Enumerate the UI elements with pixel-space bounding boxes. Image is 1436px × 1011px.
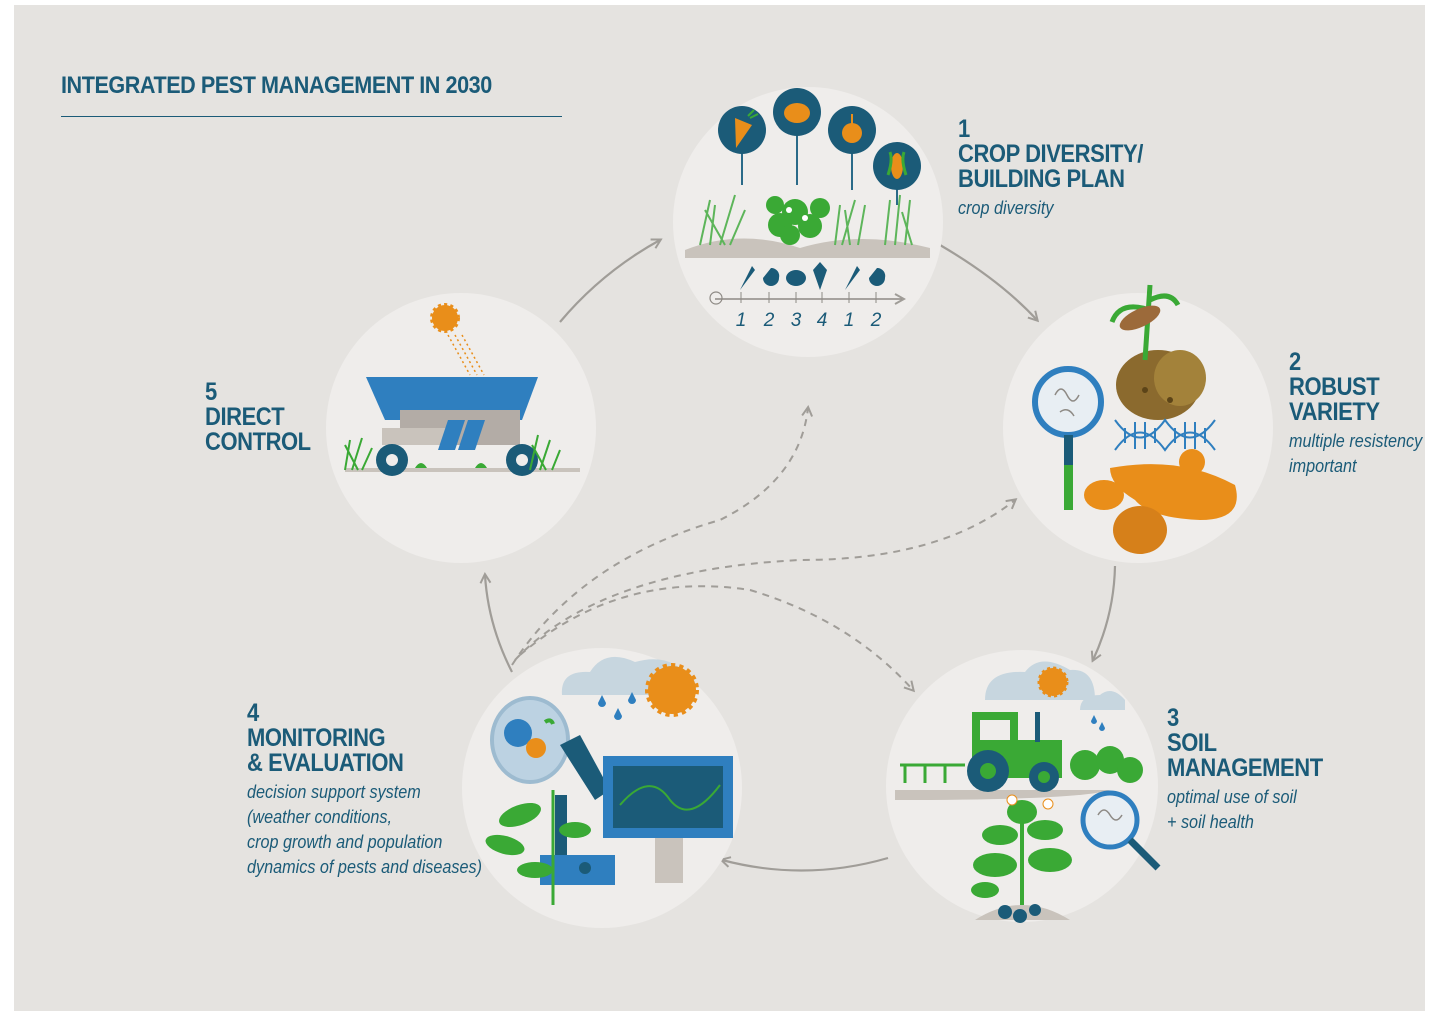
soil-management-illustration	[886, 650, 1161, 923]
title-underline	[61, 116, 562, 117]
step-number: 1	[958, 115, 970, 143]
monitoring-illustration	[462, 648, 742, 928]
rotation-label: 2	[870, 310, 882, 331]
step-heading: CROP DIVERSITY/ BUILDING PLAN	[958, 140, 1143, 193]
step-heading: SOIL MANAGEMENT	[1167, 729, 1323, 782]
step-number: 3	[1167, 704, 1179, 732]
step-heading: ROBUST VARIETY	[1289, 373, 1380, 426]
step-description: optimal use of soil + soil health	[1167, 787, 1297, 832]
step-robust-variety: 2 ROBUST VARIETY multiple resistency imp…	[1289, 350, 1436, 479]
step-crop-diversity: 1 CROP DIVERSITY/ BUILDING PLAN crop div…	[958, 117, 1168, 221]
step-description: decision support system (weather conditi…	[247, 782, 483, 877]
page-title: INTEGRATED PEST MANAGEMENT IN 2030	[61, 72, 492, 99]
feedback-to-1	[511, 408, 808, 666]
arrow-2-to-3	[1093, 565, 1117, 660]
crop-diversity-illustration: 1 2 3 4 1 2	[673, 87, 943, 357]
feedback-to-3	[519, 585, 913, 690]
direct-control-illustration	[326, 293, 596, 563]
monitor-icon	[603, 756, 733, 883]
magnifier-icon	[1032, 366, 1104, 438]
arrow-1-to-2	[939, 244, 1037, 320]
feedback-to-2	[514, 500, 1015, 661]
rotation-label: 3	[791, 310, 802, 331]
sun-icon	[1037, 666, 1069, 698]
rotation-label: 1	[844, 310, 855, 331]
rotation-label: 4	[817, 310, 828, 331]
step-soil-management: 3 SOIL MANAGEMENT optimal use of soil + …	[1167, 706, 1344, 835]
tractor-icon	[900, 712, 1062, 792]
rotation-label: 2	[763, 310, 775, 331]
arrow-5-to-1	[559, 240, 660, 323]
step-monitoring-evaluation: 4 MONITORING & EVALUATION decision suppo…	[247, 701, 508, 880]
sun-icon	[645, 663, 699, 717]
step-number: 5	[205, 378, 217, 406]
arrow-3-to-4	[722, 858, 889, 872]
rotation-label: 1	[736, 310, 747, 331]
step-number: 2	[1289, 348, 1301, 376]
step-heading: DIRECT CONTROL	[205, 403, 311, 456]
step-description: crop diversity	[958, 198, 1054, 218]
feedback-arrows	[511, 408, 1015, 690]
arrow-4-to-5	[485, 575, 513, 673]
dna-icon	[1114, 418, 1216, 452]
step-description: multiple resistency important	[1289, 431, 1423, 476]
step-number: 4	[247, 699, 259, 727]
step-direct-control: 5 DIRECT CONTROL	[205, 380, 325, 459]
robust-variety-illustration	[1003, 284, 1273, 563]
robot-sprayer-icon	[366, 377, 538, 476]
cycle-arrows	[485, 240, 1117, 872]
sun-icon	[430, 303, 460, 333]
step-heading: MONITORING & EVALUATION	[247, 724, 404, 777]
